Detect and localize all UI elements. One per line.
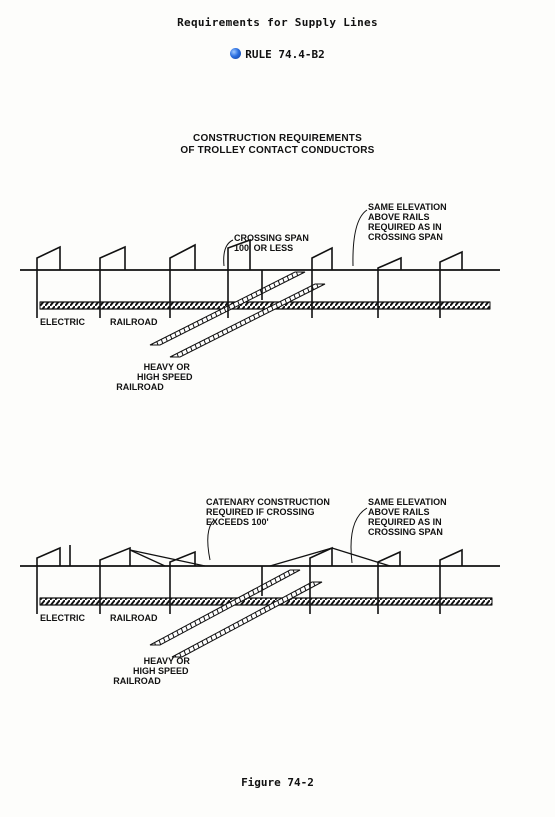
diagram-title: CONSTRUCTION REQUIREMENTS OF TROLLEY CON… xyxy=(0,133,555,157)
top-electric-track xyxy=(39,301,491,310)
page-header: Requirements for Supply Lines xyxy=(177,16,378,29)
figure-caption: Figure 74-2 xyxy=(241,776,314,789)
blue-bullet-icon xyxy=(230,48,242,59)
bottom-diagram: CATENARY CONSTRUCTION REQUIRED IF CROSSI… xyxy=(20,497,500,686)
top-same-elevation-label: SAME ELEVATION ABOVE RAILS REQUIRED AS I… xyxy=(368,202,449,242)
bottom-catenary-messenger xyxy=(129,547,391,567)
diagram-title-line2: OF TROLLEY CONTACT CONDUCTORS xyxy=(180,145,375,156)
bottom-leader-lines xyxy=(207,507,368,564)
bottom-railroad-label: RAILROAD xyxy=(110,613,158,623)
bottom-same-elevation-label: SAME ELEVATION ABOVE RAILS REQUIRED AS I… xyxy=(368,497,449,537)
top-crossing-span-label: CROSSING SPAN 100' OR LESS xyxy=(234,233,311,253)
bottom-electric-track xyxy=(39,597,493,606)
bottom-heavy-railroad-track xyxy=(149,569,323,658)
bottom-catenary-label: CATENARY CONSTRUCTION REQUIRED IF CROSSI… xyxy=(206,497,332,527)
top-diagram: CROSSING SPAN 100' OR LESS SAME ELEVATIO… xyxy=(20,202,500,392)
top-heavy-railroad-label: HEAVY OR HIGH SPEED RAILROAD xyxy=(116,362,195,392)
top-leader-lines xyxy=(223,209,368,267)
top-heavy-railroad-track xyxy=(149,271,326,358)
bottom-electric-label: ELECTRIC xyxy=(40,613,86,623)
rule-line: RULE 74.4-B2 xyxy=(0,48,555,61)
diagram-title-line1: CONSTRUCTION REQUIREMENTS xyxy=(193,133,362,144)
top-railroad-label: RAILROAD xyxy=(110,317,158,327)
bottom-poles xyxy=(36,545,463,614)
top-electric-label: ELECTRIC xyxy=(40,317,86,327)
rule-number: RULE 74.4-B2 xyxy=(245,48,325,61)
bottom-heavy-railroad-label: HEAVY OR HIGH SPEED RAILROAD xyxy=(113,656,192,686)
top-poles xyxy=(36,238,463,318)
